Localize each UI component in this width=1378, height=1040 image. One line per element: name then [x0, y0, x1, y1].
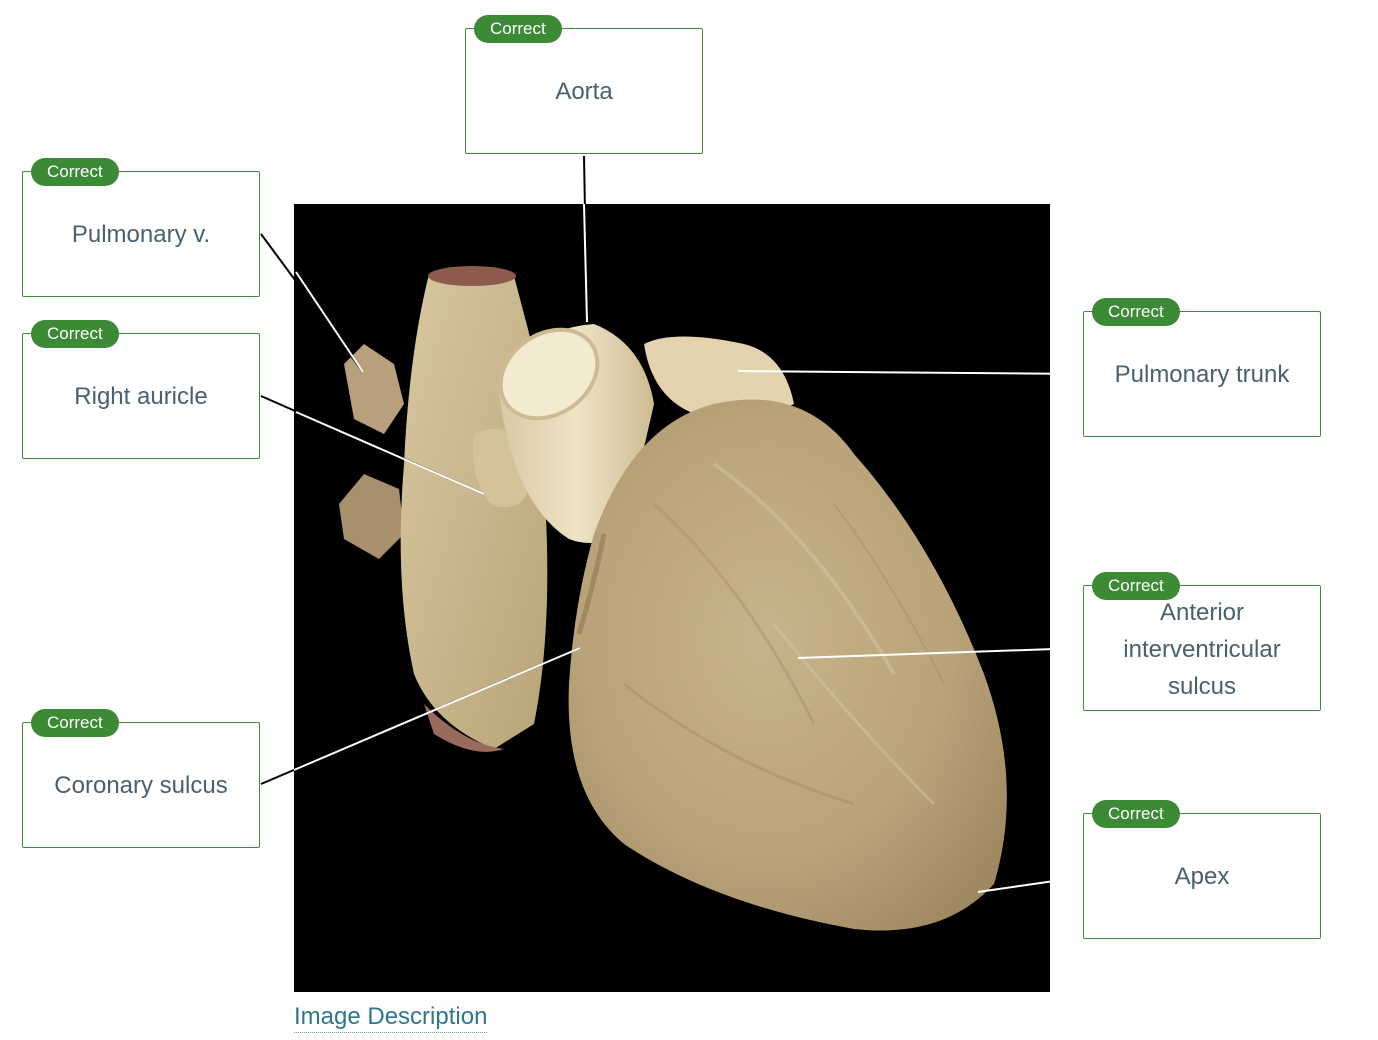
pulmonary-trunk-shape — [644, 336, 794, 419]
correct-badge: Correct — [31, 320, 119, 348]
label-box-coronary-sulcus[interactable]: Correct Coronary sulcus — [22, 709, 260, 848]
heart-illustration — [339, 266, 1007, 931]
label-text-anterior-interventricular-sulcus: Anterior interventricular sulcus — [1123, 598, 1281, 700]
correct-badge: Correct — [31, 158, 119, 186]
ventricles-shape — [568, 399, 1007, 931]
label-text-apex: Apex — [1174, 862, 1230, 890]
correct-badge: Correct — [1092, 800, 1180, 828]
label-text-right-auricle: Right auricle — [74, 382, 208, 410]
correct-badge: Correct — [474, 15, 562, 43]
heart-specimen-image — [294, 204, 1050, 992]
pulmonary-vein-lower-shape — [339, 474, 404, 559]
label-text-aorta: Aorta — [555, 77, 613, 105]
vena-cava-opening — [428, 266, 516, 286]
correct-badge: Correct — [1092, 298, 1180, 326]
label-box-pulmonary-v[interactable]: Correct Pulmonary v. — [22, 158, 260, 297]
label-box-aorta[interactable]: Correct Aorta — [465, 15, 703, 154]
correct-badge: Correct — [31, 709, 119, 737]
pulmonary-vein-upper-shape — [344, 344, 404, 434]
label-box-right-auricle[interactable]: Correct Right auricle — [22, 320, 260, 459]
label-box-pulmonary-trunk[interactable]: Correct Pulmonary trunk — [1083, 298, 1321, 437]
label-text-coronary-sulcus: Coronary sulcus — [54, 771, 228, 799]
aorta-opening — [498, 327, 600, 421]
correct-badge: Correct — [1092, 572, 1180, 600]
label-box-apex[interactable]: Correct Apex — [1083, 800, 1321, 939]
label-text-pulmonary-trunk: Pulmonary trunk — [1114, 360, 1290, 388]
label-box-anterior-interventricular-sulcus[interactable]: Correct Anterior interventricular sulcus — [1083, 572, 1321, 711]
image-description-link[interactable]: Image Description — [294, 1002, 488, 1033]
label-text-pulmonary-v: Pulmonary v. — [71, 220, 211, 248]
